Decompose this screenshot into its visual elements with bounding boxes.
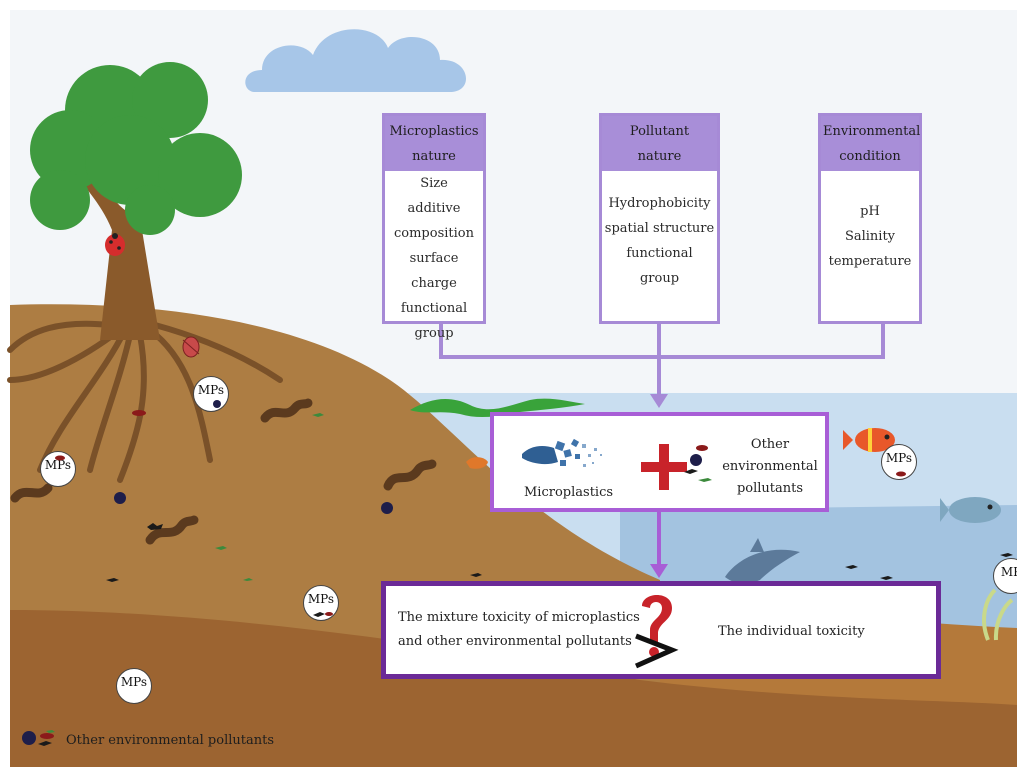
question-greater-icon bbox=[634, 595, 679, 669]
legend-pollutant-icon bbox=[22, 730, 55, 746]
mixture-toxicity-label: The mixture toxicity of microplastics an… bbox=[398, 610, 640, 649]
mps-badge-label: MPs bbox=[885, 451, 913, 465]
mps-badge: MPs bbox=[303, 585, 339, 621]
microplastics-fragment-icon bbox=[522, 438, 602, 467]
mixture-box: Microplastics Other environmental pollut… bbox=[490, 412, 829, 512]
other-pollutants-label: Other environmental pollutants bbox=[722, 437, 818, 496]
particle-icon bbox=[896, 471, 906, 477]
earthworm-icons bbox=[10, 398, 437, 545]
mps-badge: MPs bbox=[40, 451, 76, 487]
clownfish-icon bbox=[843, 428, 895, 452]
arrow-to-mixture bbox=[650, 394, 668, 408]
ladybug-icon bbox=[105, 233, 125, 256]
mps-badge-label: MPs bbox=[120, 675, 148, 689]
mps-badge: MPs bbox=[193, 376, 229, 412]
soil-pollutant-particles bbox=[106, 410, 482, 582]
microplastics-nature-title: Microplastics nature bbox=[385, 116, 483, 171]
blue-fish-icon bbox=[940, 497, 1001, 523]
deep-soil-layer bbox=[10, 610, 1017, 767]
microplastics-nature-box: Microplastics nature Size additive compo… bbox=[382, 113, 486, 341]
water-pollutant-particles bbox=[845, 553, 1013, 580]
tree-canopy bbox=[30, 62, 242, 235]
beetle-icon bbox=[182, 336, 200, 358]
mps-badge: MPs bbox=[116, 668, 152, 704]
cloud-icon bbox=[245, 29, 467, 92]
environmental-condition-title: Environmental condition bbox=[821, 116, 920, 171]
plus-icon bbox=[641, 444, 687, 490]
particle-icon bbox=[313, 612, 333, 617]
connector-lines bbox=[439, 324, 885, 398]
seaweed-icon bbox=[410, 398, 585, 418]
arrow-to-comparison bbox=[650, 564, 668, 578]
sea-plant-icon bbox=[982, 588, 1014, 641]
mps-badge: MPs bbox=[881, 444, 917, 480]
mps-badge-label: MP bbox=[1000, 565, 1017, 579]
environmental-condition-items: pH Salinity temperature bbox=[828, 204, 912, 269]
shark-icon bbox=[725, 538, 800, 584]
pollutant-nature-title: Pollutant nature bbox=[602, 116, 717, 171]
particle-icon bbox=[213, 400, 221, 408]
microplastics-nature-items: Size additive composition surface charge… bbox=[394, 176, 474, 341]
mps-badge-label: MPs bbox=[197, 383, 225, 397]
environmental-condition-box: Environmental condition pH Salinity temp… bbox=[818, 113, 922, 324]
individual-toxicity-label: The individual toxicity bbox=[718, 624, 865, 639]
mps-badge-label: MPs bbox=[44, 458, 72, 472]
pollutant-nature-box: Pollutant nature Hydrophobicity spatial … bbox=[599, 113, 720, 324]
toxicity-comparison-box: The mixture toxicity of microplastics an… bbox=[381, 581, 941, 679]
microplastics-label: Microplastics bbox=[524, 485, 614, 500]
pollutant-particles-icon bbox=[684, 445, 712, 482]
mps-badge-label: MPs bbox=[307, 592, 335, 606]
pollutant-nature-items: Hydrophobicity spatial structure functio… bbox=[604, 196, 715, 286]
particle-icon bbox=[55, 455, 65, 461]
shrimp-icon bbox=[466, 457, 488, 469]
legend-label: Other environmental pollutants bbox=[66, 733, 275, 748]
